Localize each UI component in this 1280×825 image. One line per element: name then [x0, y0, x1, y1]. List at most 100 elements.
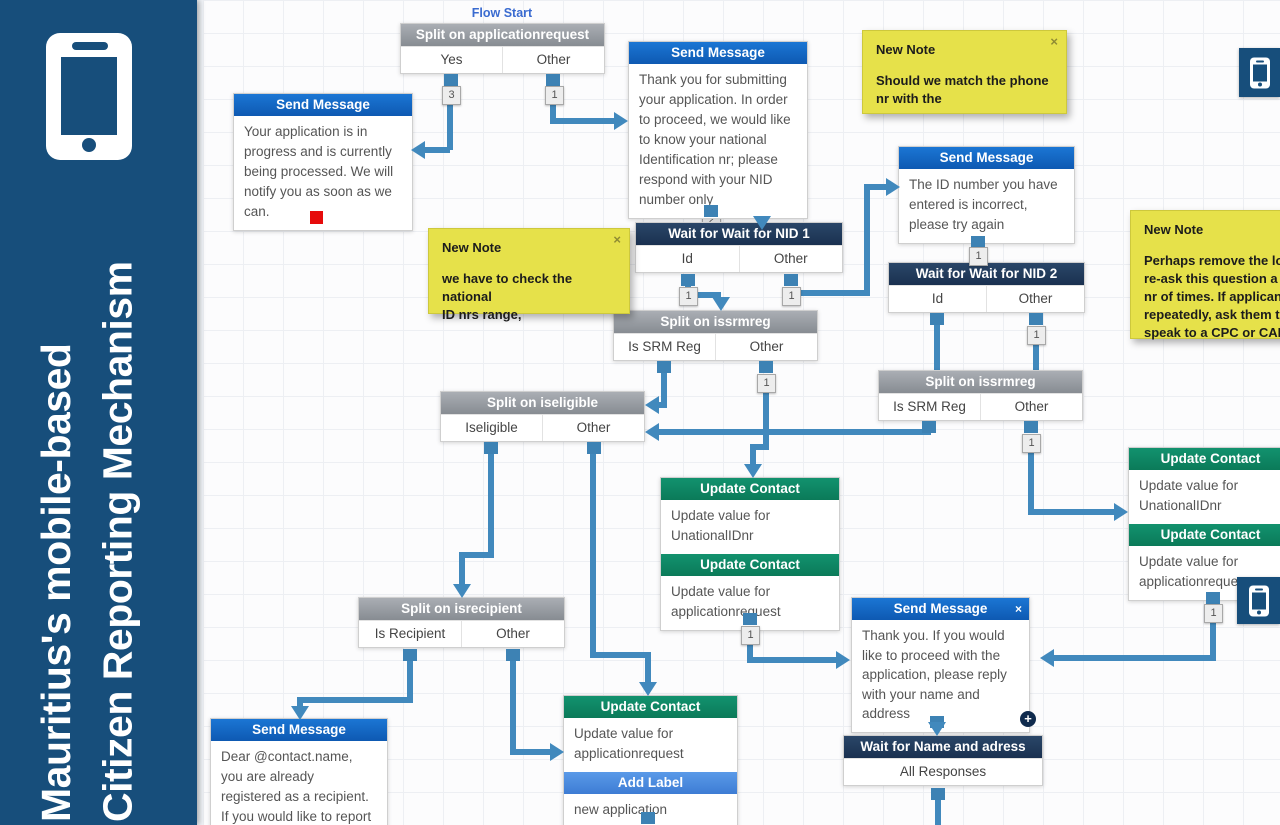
split-node-header[interactable]: Split on applicationrequest [401, 24, 604, 46]
send-message-header[interactable]: Send Message [211, 719, 387, 741]
exit-other[interactable]: Other [980, 394, 1082, 420]
exit-is-srm-reg[interactable]: Is SRM Reg [628, 339, 701, 354]
split-node-header[interactable]: Split on isrecipient [359, 598, 564, 620]
exit-id[interactable]: Id [931, 291, 944, 306]
arrowhead [886, 178, 900, 196]
exit-stub[interactable] [704, 205, 718, 217]
connector [1053, 655, 1216, 661]
exit-stub[interactable] [641, 812, 655, 824]
arrowhead [639, 682, 657, 696]
exit-stub[interactable] [931, 788, 945, 800]
update-contact-header[interactable]: Update Contact [564, 696, 737, 718]
disconnected-exit-stub[interactable] [310, 211, 323, 224]
exit-iseligible[interactable]: Iseligible [465, 420, 518, 435]
exit-stub[interactable] [657, 361, 671, 373]
sticky-note-mid[interactable]: × New Note we have to check the national… [428, 228, 630, 322]
arrowhead [411, 141, 425, 159]
exit-other[interactable]: Other [461, 621, 564, 647]
exit-stub[interactable] [922, 421, 936, 433]
arrowhead [836, 651, 850, 669]
exit-stub[interactable] [484, 442, 498, 454]
arrowhead [928, 722, 946, 736]
node-split-iseligible[interactable]: Split on iseligible Iseligible Other [440, 391, 645, 442]
exit-stub[interactable] [1206, 592, 1220, 604]
exit-stub[interactable] [759, 361, 773, 373]
exit-stub[interactable] [784, 274, 798, 286]
connector [796, 290, 870, 296]
count-badge: 1 [741, 626, 760, 645]
simulator-phone-icon[interactable] [1239, 48, 1280, 97]
note-title: New Note [876, 42, 936, 57]
connector [661, 371, 667, 408]
exit-stub[interactable] [546, 74, 560, 86]
exit-other[interactable]: Other [738, 246, 843, 272]
simulator-phone-icon[interactable] [1237, 577, 1280, 624]
split-node-header[interactable]: Split on iseligible [441, 392, 644, 414]
update-contact-header[interactable]: Update Contact [1129, 524, 1280, 546]
node-send-nid-request[interactable]: Send Message Thank you for submitting yo… [628, 41, 808, 219]
exit-stub[interactable] [1024, 421, 1038, 433]
wait-node-header[interactable]: Wait for Wait for NID 1 [636, 223, 842, 245]
node-split-isrecipient[interactable]: Split on isrecipient Is Recipient Other [358, 597, 565, 648]
exit-stub[interactable] [587, 442, 601, 454]
close-icon[interactable]: × [1014, 602, 1022, 616]
connector [590, 452, 596, 658]
send-message-header[interactable]: Send Message × [852, 598, 1029, 620]
close-icon[interactable]: × [613, 232, 621, 247]
connector [747, 642, 753, 660]
exit-stub[interactable] [506, 649, 520, 661]
exit-stub[interactable] [743, 613, 757, 625]
node-wait-nid1[interactable]: Wait for Wait for NID 1 Id Other [635, 222, 843, 273]
exit-stub[interactable] [971, 236, 985, 248]
exit-other[interactable]: Other [542, 415, 644, 441]
exit-other[interactable]: Other [986, 286, 1084, 312]
node-update-contact-bottom[interactable]: Update Contact Update value for applicat… [563, 695, 738, 825]
exit-stub[interactable] [1029, 313, 1043, 325]
node-send-progress[interactable]: Send Message Your application is in prog… [233, 93, 413, 231]
node-send-id-incorrect[interactable]: Send Message The ID number you have ente… [898, 146, 1075, 244]
sticky-note-top[interactable]: × New Note Should we match the phone nr … [862, 30, 1067, 114]
exit-is-srm-reg[interactable]: Is SRM Reg [893, 399, 966, 414]
send-message-header[interactable]: Send Message [899, 147, 1074, 169]
exit-yes[interactable]: Yes [440, 52, 463, 67]
split-node-header[interactable]: Split on issrmreg [614, 311, 817, 333]
node-update-contact-right[interactable]: Update Contact Update value for Unationa… [1128, 447, 1280, 601]
wait-node-header[interactable]: Wait for Name and adress [844, 736, 1042, 758]
exit-other[interactable]: Other [715, 334, 817, 360]
node-split-issrmreg-right[interactable]: Split on issrmreg Is SRM Reg Other [878, 370, 1083, 421]
exit-stub[interactable] [681, 274, 695, 286]
send-message-header[interactable]: Send Message [234, 94, 412, 116]
node-update-contact-mid[interactable]: Update Contact Update value for Unationa… [660, 477, 840, 631]
add-node-plus-icon[interactable]: + [1020, 711, 1036, 727]
connector [934, 323, 940, 370]
node-wait-nid2[interactable]: Wait for Wait for NID 2 Id Other [888, 262, 1085, 313]
exit-is-recipient[interactable]: Is Recipient [374, 626, 446, 641]
close-icon[interactable]: × [1050, 34, 1058, 49]
add-label-header[interactable]: Add Label [564, 772, 737, 794]
sticky-note-right[interactable]: New Note Perhaps remove the loop re-ask … [1130, 210, 1280, 340]
message-text: The ID number you have entered is incorr… [909, 177, 1058, 232]
exit-other[interactable]: Other [502, 47, 604, 73]
split-node-header[interactable]: Split on issrmreg [879, 371, 1082, 393]
connector [550, 118, 614, 124]
node-split-applicationrequest[interactable]: Split on applicationrequest Yes Other [400, 23, 605, 74]
update-contact-header[interactable]: Update Contact [1129, 448, 1280, 470]
wait-node-header[interactable]: Wait for Wait for NID 2 [889, 263, 1084, 285]
exit-id[interactable]: Id [681, 251, 693, 266]
exit-all-responses[interactable]: All Responses [899, 764, 987, 779]
phone-icon [1249, 57, 1270, 88]
exit-stub[interactable] [403, 649, 417, 661]
arrowhead [753, 216, 771, 230]
arrowhead [550, 743, 564, 761]
node-send-registered[interactable]: Send Message Dear @contact.name, you are… [210, 718, 388, 825]
connector [447, 100, 453, 150]
node-split-issrmreg-left[interactable]: Split on issrmreg Is SRM Reg Other [613, 310, 818, 361]
connector [550, 100, 556, 124]
node-wait-name-address[interactable]: Wait for Name and adress All Responses [843, 735, 1043, 786]
send-message-header[interactable]: Send Message [629, 42, 807, 64]
exit-stub[interactable] [444, 74, 458, 86]
update-contact-header[interactable]: Update Contact [661, 554, 839, 576]
node-send-proceed[interactable]: Send Message × Thank you. If you would l… [851, 597, 1030, 733]
update-contact-header[interactable]: Update Contact [661, 478, 839, 500]
exit-stub[interactable] [930, 313, 944, 325]
